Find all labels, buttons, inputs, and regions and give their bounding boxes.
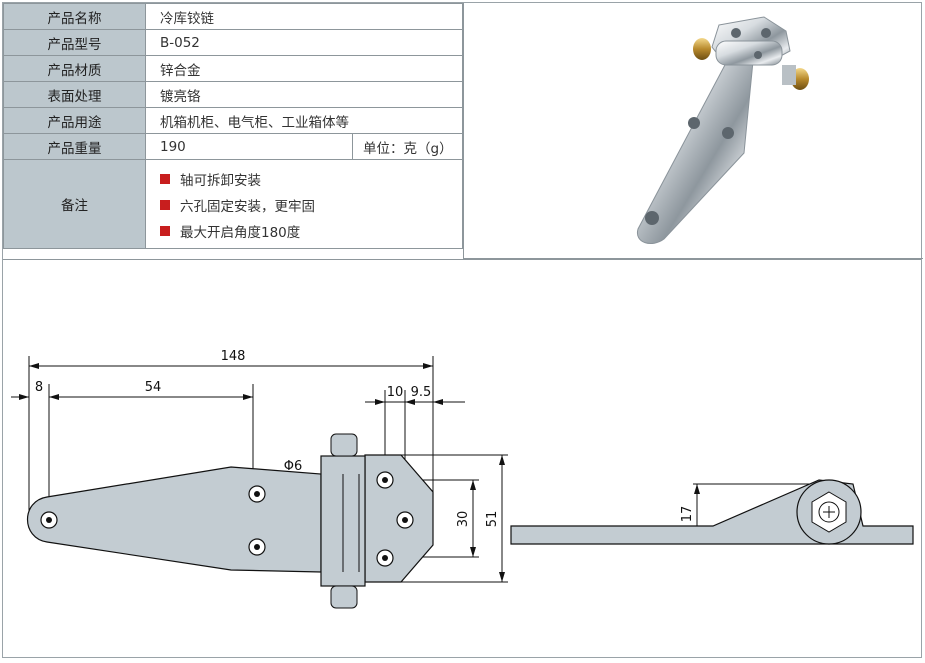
mounting-holes (40, 471, 414, 567)
hinge-photo-image (636, 16, 809, 244)
note-text: 六孔固定安装，更牢固 (180, 199, 315, 215)
note-item: 最大开启角度180度 (160, 218, 462, 244)
note-item: 六孔固定安装，更牢固 (160, 192, 462, 218)
name-value: 冷库铰链 (145, 3, 463, 30)
surface-label: 表面处理 (3, 81, 146, 108)
bullet-square-icon (160, 200, 170, 210)
table-row: 表面处理 镀亮铬 (3, 81, 463, 108)
dim-h2-label: 51 (485, 511, 500, 528)
dim-hole-label: Φ6 (284, 459, 303, 474)
table-row: 备注 轴可拆卸安装 六孔固定安装，更牢固 最大开启角度180度 (3, 159, 463, 249)
note-text: 最大开启角度180度 (180, 225, 301, 241)
dim-h1-label: 30 (456, 511, 471, 528)
dim-total-label: 148 (221, 349, 246, 364)
table-row: 产品材质 锌合金 (3, 55, 463, 82)
table-row: 产品名称 冷库铰链 (3, 3, 463, 30)
use-value: 机箱机柜、电气柜、工业箱体等 (145, 107, 463, 134)
model-label: 产品型号 (3, 29, 146, 56)
table-row: 产品型号 B-052 (3, 29, 463, 56)
pin-bottom-shape (330, 585, 358, 609)
hinge-dimension-drawing: 148 8 54 10 9.5 Φ6 30 51 17 (11, 349, 914, 609)
pin-top-shape (330, 433, 358, 457)
notes-label: 备注 (3, 159, 146, 249)
weight-label: 产品重量 (3, 133, 146, 160)
technical-drawing: 148 8 54 10 9.5 Φ6 30 51 17 (3, 260, 921, 658)
material-label: 产品材质 (3, 55, 146, 82)
use-label: 产品用途 (3, 107, 146, 134)
notes-cell: 轴可拆卸安装 六孔固定安装，更牢固 最大开启角度180度 (145, 159, 463, 249)
section-divider (3, 259, 921, 260)
bullet-square-icon (160, 226, 170, 236)
weight-unit: 单位：克（g） (352, 133, 463, 160)
table-row: 产品用途 机箱机柜、电气柜、工业箱体等 (3, 107, 463, 134)
dim-left-label: 8 (35, 380, 43, 395)
dim-side-label: 17 (680, 506, 695, 523)
material-value: 锌合金 (145, 55, 463, 82)
spec-table: 产品名称 冷库铰链 产品型号 B-052 产品材质 锌合金 表面处理 镀亮铬 产… (3, 3, 463, 249)
dim-b-label: 9.5 (411, 385, 432, 400)
dim-a-label: 10 (387, 385, 404, 400)
weight-value: 190 (145, 133, 353, 160)
product-photo (463, 3, 923, 259)
dim-mid-label: 54 (145, 380, 162, 395)
model-value: B-052 (145, 29, 463, 56)
hinge-arm-shape (26, 466, 322, 573)
note-item: 轴可拆卸安装 (160, 166, 462, 192)
table-row: 产品重量 190 单位：克（g） (3, 133, 463, 160)
name-label: 产品名称 (3, 3, 146, 30)
surface-value: 镀亮铬 (145, 81, 463, 108)
note-text: 轴可拆卸安装 (180, 173, 261, 189)
bullet-square-icon (160, 174, 170, 184)
